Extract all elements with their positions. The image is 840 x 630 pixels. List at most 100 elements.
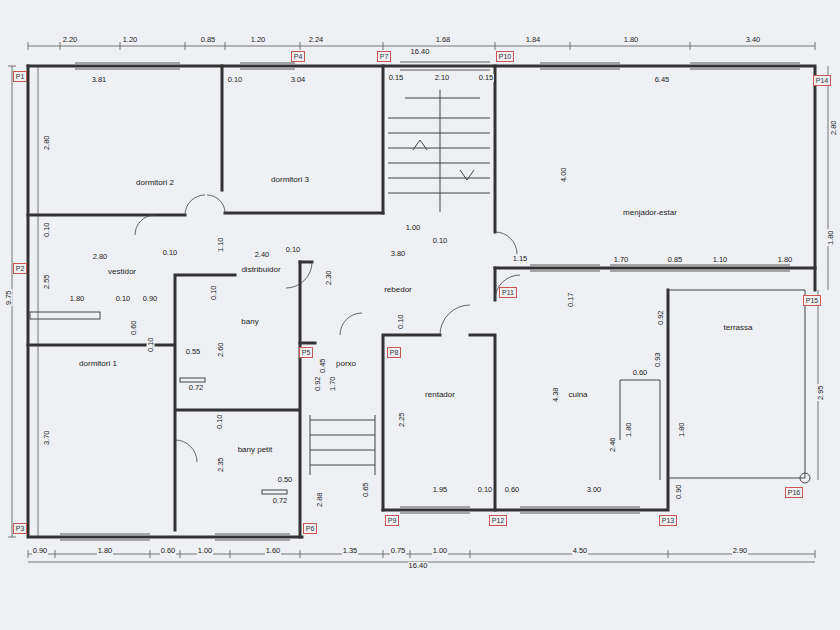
dimension-text: 2.88: [315, 492, 323, 509]
dimension-text: 4.50: [572, 547, 589, 555]
dimension-text: 0.10: [209, 285, 217, 302]
pillar-tag: P1: [13, 71, 28, 82]
dimension-text: 2.60: [216, 342, 224, 359]
dimension-text: 1.80: [826, 230, 834, 247]
dimension-text: 3.04: [290, 76, 307, 84]
pillar-tag: P12: [489, 515, 507, 526]
dimension-text: 0.75: [390, 547, 407, 555]
pillar-tag: P15: [803, 295, 821, 306]
dimension-text: 9.75: [4, 290, 12, 307]
dimension-text: 2.40: [254, 251, 271, 259]
dimension-text: 1.70: [328, 376, 336, 393]
dimension-text: 1.10: [712, 256, 729, 264]
dimension-text: 1.68: [435, 36, 452, 44]
room-label: rentador: [423, 390, 457, 401]
room-label: cuina: [566, 390, 589, 401]
room-name: rentador: [425, 390, 455, 399]
dimension-text: 0.10: [285, 246, 302, 254]
room-label: dormitori 1: [77, 359, 119, 370]
walls: [28, 66, 815, 537]
dimension-text: 0.92: [313, 376, 321, 393]
room-name: terrassa: [724, 323, 753, 332]
room-name: bany: [241, 317, 258, 326]
room-label: porxo: [334, 359, 358, 370]
pillar-tag: P11: [499, 287, 517, 298]
room-name: bany petit: [238, 445, 273, 454]
room-label: rebedor: [382, 285, 414, 296]
dimension-text: 0.17: [566, 292, 574, 309]
pillar-tag: P3: [13, 523, 28, 534]
dimension-text: 1.84: [525, 36, 542, 44]
dimension-text: 0.90: [674, 484, 682, 501]
room-name: dormitori 3: [271, 175, 309, 184]
dimension-text: 0.92: [656, 310, 664, 327]
dimension-text: 1.80: [97, 547, 114, 555]
pillar-tag: P10: [496, 51, 514, 62]
dimension-text: 2.46: [608, 437, 616, 454]
pillar-tag: P7: [377, 51, 392, 62]
dimension-text: 1.00: [432, 547, 449, 555]
dimension-text: 2.80: [829, 120, 837, 137]
door-swings: [135, 195, 520, 462]
pillar-tag: P4: [291, 51, 306, 62]
room-label: dormitori 3: [269, 175, 311, 186]
dimension-text: 1.80: [677, 422, 685, 439]
dimension-text: 16.40: [408, 562, 429, 570]
room-label: menjador-estar: [621, 208, 679, 219]
dimension-text: 2.55: [42, 274, 50, 291]
dimension-text: 2.80: [92, 253, 109, 261]
pillar-tag: P8: [387, 347, 402, 358]
dimension-text: 0.60: [160, 547, 177, 555]
dimension-text: 2.90: [732, 547, 749, 555]
dimension-text: 0.10: [146, 337, 154, 354]
pillar-tag: P9: [385, 515, 400, 526]
dimension-text: 0.72: [272, 497, 289, 505]
dimension-text: 1.60: [265, 547, 282, 555]
dimension-text: 2.25: [397, 412, 405, 429]
dimension-text: 0.10: [42, 222, 50, 239]
fixtures: [30, 90, 810, 494]
room-label: dormitori 2: [134, 178, 176, 189]
dimension-text: 1.10: [216, 237, 224, 254]
dimension-text: 0.85: [667, 256, 684, 264]
room-name: porxo: [336, 359, 356, 368]
dimension-text: 1.95: [432, 486, 449, 494]
dimension-text: 0.60: [632, 369, 649, 377]
room-label: terrassa: [722, 323, 755, 334]
dimension-text: 16.40: [410, 48, 431, 56]
dimension-text: 0.45: [318, 358, 326, 375]
room-name: dormitori 2: [136, 178, 174, 187]
dimension-text: 2.10: [434, 74, 451, 82]
room-name: menjador-estar: [623, 208, 677, 217]
room-name: cuina: [568, 390, 587, 399]
room-name: rebedor: [384, 285, 412, 294]
dimension-text: 1.80: [777, 256, 794, 264]
dimension-text: 4.00: [559, 167, 567, 184]
dimension-text: 1.20: [122, 36, 139, 44]
dimension-text: 0.90: [142, 295, 159, 303]
dimension-text: 0.10: [215, 414, 223, 431]
pillar-tag: P5: [299, 347, 314, 358]
dimension-text: 0.10: [162, 249, 179, 257]
dimension-text: 2.30: [324, 270, 332, 287]
dimension-text: 0.85: [200, 36, 217, 44]
dimension-text: 2.24: [308, 36, 325, 44]
dimension-text: 1.70: [613, 256, 630, 264]
room-label: distribuidor: [239, 265, 282, 276]
dimension-text: 0.15: [478, 74, 495, 82]
room-name: vestidor: [108, 267, 136, 276]
dimension-text: 0.60: [129, 320, 137, 337]
dimension-text: 0.50: [277, 476, 294, 484]
dimension-text: 1.20: [250, 36, 267, 44]
dimension-text: 3.00: [586, 486, 603, 494]
windows: [60, 62, 800, 540]
dimension-text: 0.10: [396, 314, 404, 331]
dimension-text: 0.60: [504, 486, 521, 494]
dimension-text: 2.20: [62, 36, 79, 44]
room-name: dormitori 1: [79, 359, 117, 368]
room-label: bany petit: [236, 445, 275, 456]
dimension-text: 0.15: [388, 74, 405, 82]
dimension-text: 2.95: [816, 385, 824, 402]
dimension-text: 0.10: [115, 295, 132, 303]
